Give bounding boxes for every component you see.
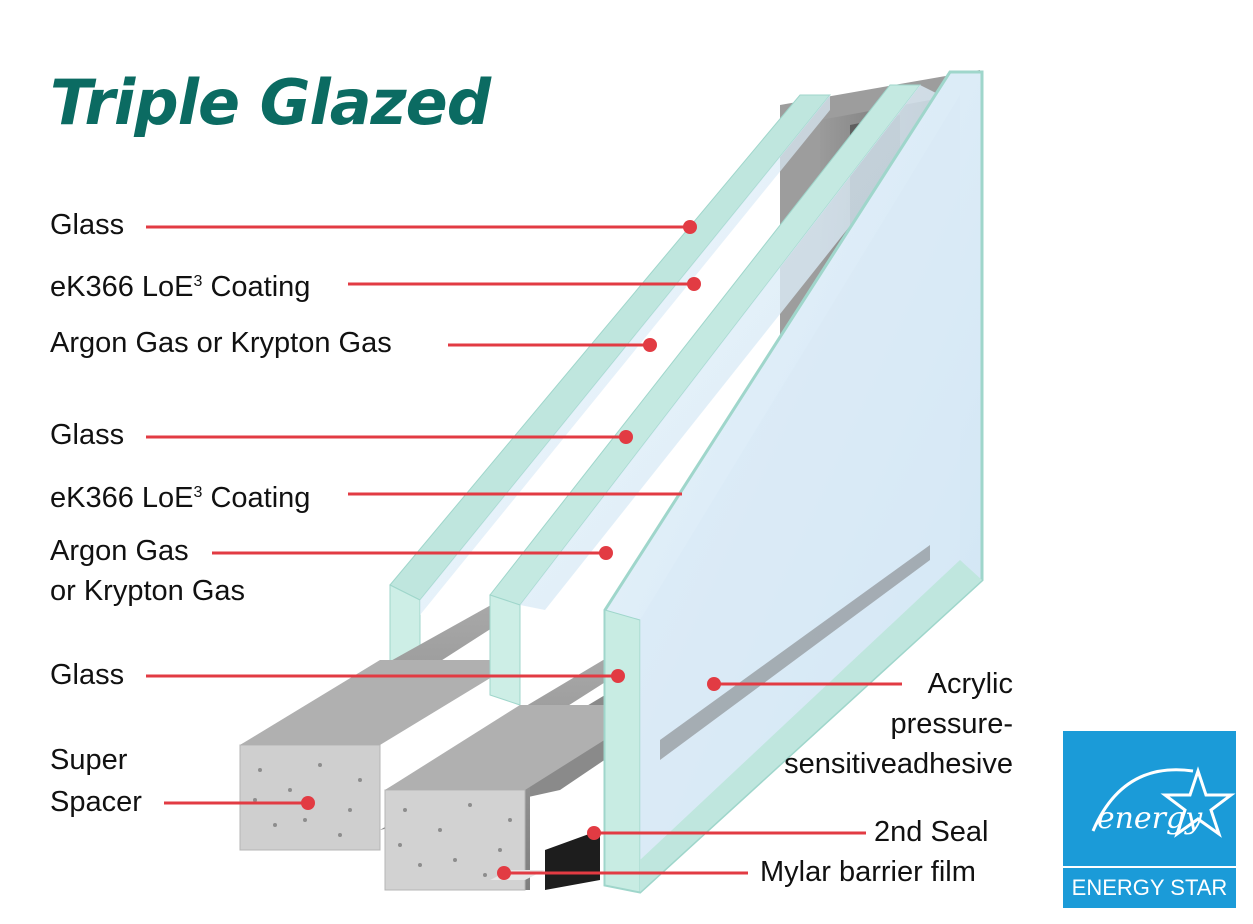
label-coating-2-prefix: eK366 LoE [50,482,194,514]
label-seal: 2nd Seal [874,816,989,848]
label-coating-1-sup: 3 [193,273,203,290]
star-icon [1091,766,1236,838]
label-spacer-line1: Super [50,744,128,776]
label-glass-3: Glass [50,659,125,691]
label-adhesive-line1: Acrylic [927,668,1013,700]
label-coating-2-suffix: Coating [202,482,311,514]
glass-pane-middle [489,84,950,706]
glass-pane-front [603,70,984,894]
label-coating-2-sup: 3 [193,484,203,501]
label-adhesive-line3: sensitiveadhesive [784,748,1013,780]
label-glass-1: Glass [50,209,125,241]
badge-name: ENERGY STAR [1063,866,1236,908]
badge-word: energy [1096,801,1203,836]
label-gas-2-line1: Argon Gas [50,535,189,567]
spacer-bar-2 [384,650,660,891]
label-adhesive-line2: pressure- [890,708,1014,740]
label-coating-1: eK366 LoE3 Coating [50,262,310,307]
label-coating-1-suffix: Coating [202,271,311,303]
label-coating-2: eK366 LoE3 Coating [50,473,310,518]
page-title: Triple Glazed [50,66,491,139]
leader-lines [146,220,902,880]
label-coating-1-prefix: eK366 LoE [50,271,194,303]
label-gas-2-line2: or Krypton Gas [50,575,246,607]
label-glass-2: Glass [50,419,125,451]
label-spacer-line2: Spacer [50,786,142,818]
energy-star-logo: energy ENERGY STAR [1061,729,1238,910]
label-film: Mylar barrier film [760,856,976,888]
label-gas-1: Argon Gas or Krypton Gas [50,327,392,359]
